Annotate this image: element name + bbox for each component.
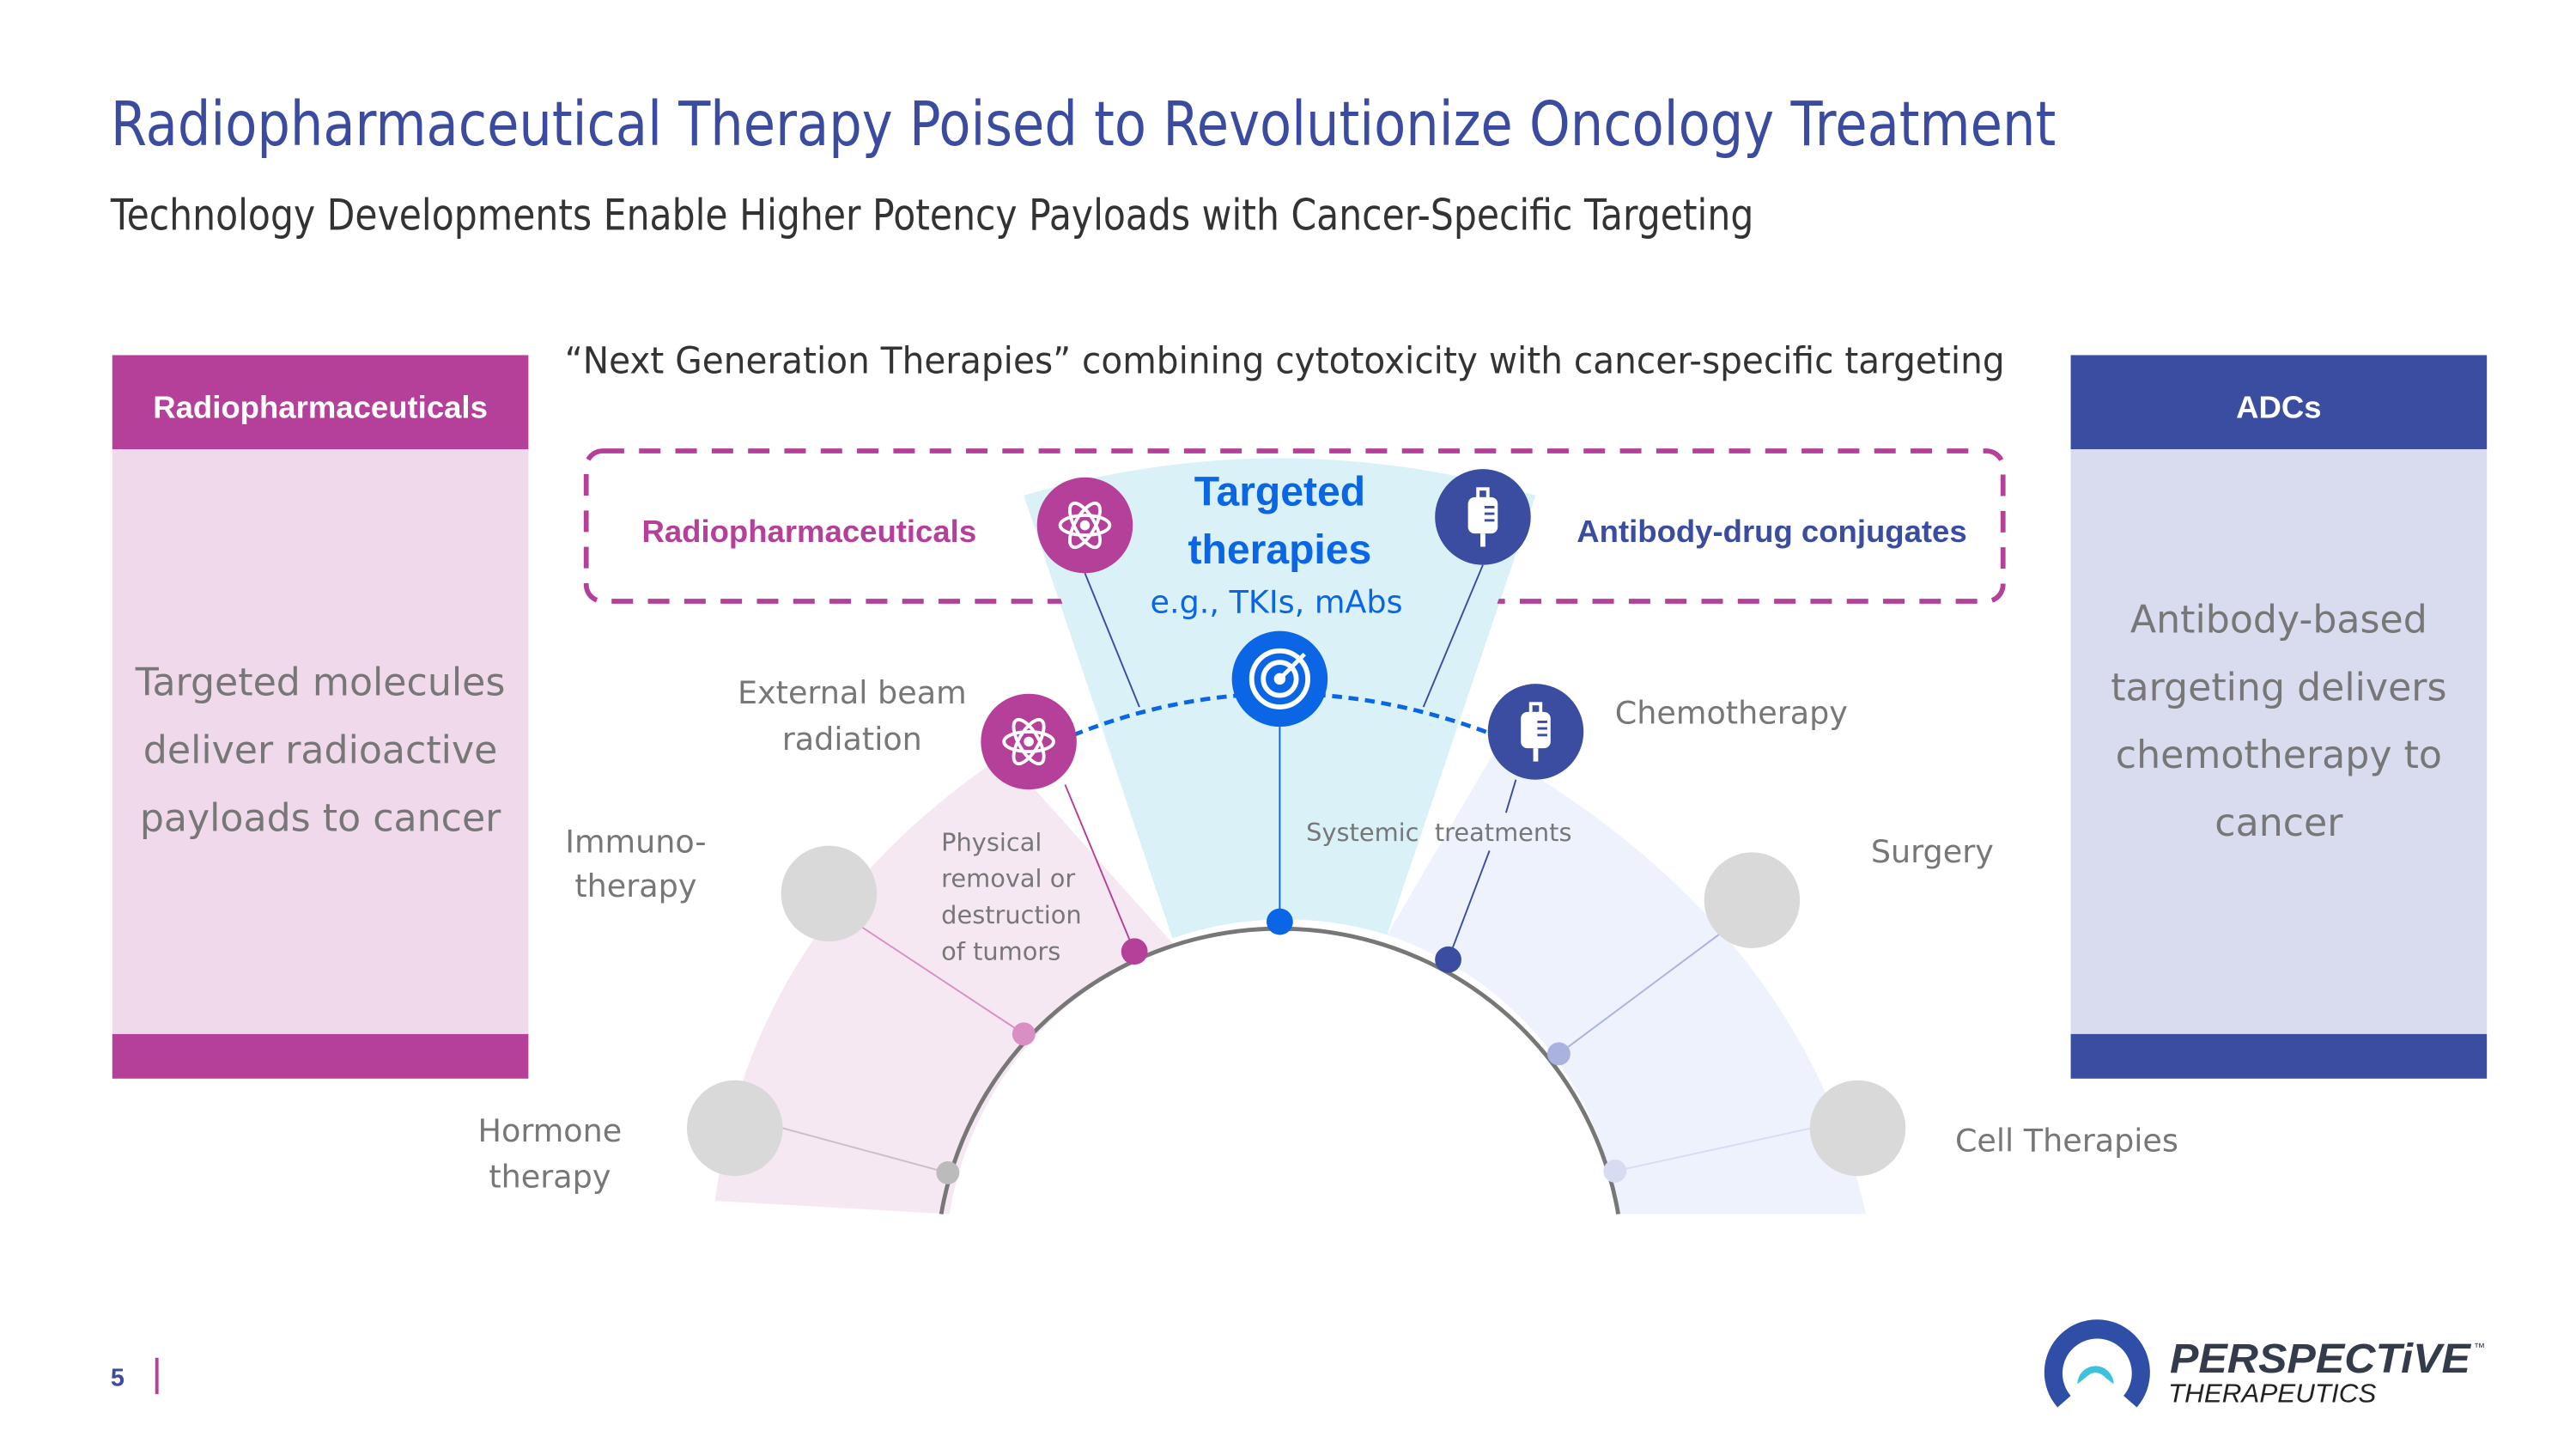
atom-icon bbox=[981, 693, 1077, 790]
label-physical: of tumors bbox=[941, 936, 1060, 965]
diagram-quote: “Next Generation Therapies” combining cy… bbox=[565, 340, 2005, 382]
immunotherapy-node bbox=[781, 845, 878, 942]
next-gen-adcs: Antibody-drug conjugates bbox=[1577, 514, 1966, 549]
connector-lines bbox=[782, 564, 1812, 1174]
iv-bag-icon bbox=[1487, 684, 1584, 780]
cell-therapy-node bbox=[1809, 1080, 1906, 1177]
panel-body-line: targeting delivers bbox=[2111, 666, 2446, 709]
chemotherapy-dot bbox=[1435, 946, 1461, 973]
footer-divider bbox=[155, 1357, 159, 1395]
radiopharmaceuticals-panel: Radiopharmaceuticals Targeted molecules … bbox=[112, 355, 529, 1079]
panel-body-line: payloads to cancer bbox=[140, 796, 501, 840]
panel-title: Radiopharmaceuticals bbox=[153, 390, 488, 425]
label-physical: Physical bbox=[941, 827, 1042, 856]
panel-body-line: deliver radioactive bbox=[143, 728, 498, 772]
panel-body-line: cancer bbox=[2215, 801, 2343, 845]
label-surgery: Surgery bbox=[1871, 833, 1994, 870]
label-cell-therapies: Cell Therapies bbox=[1955, 1122, 2178, 1159]
adcs-panel: ADCs Antibody-based targeting delivers c… bbox=[2070, 355, 2488, 1079]
panel-title: ADCs bbox=[2236, 390, 2321, 425]
hormone-dot bbox=[936, 1160, 960, 1184]
logo-trademark: ™ bbox=[2474, 1341, 2485, 1354]
label-immunotherapy: therapy bbox=[574, 868, 696, 904]
logo-name: PERSPECTiVE bbox=[2170, 1336, 2472, 1382]
page-number: 5 bbox=[111, 1364, 125, 1391]
cell-therapy-dot bbox=[1603, 1160, 1627, 1183]
label-external-beam: External beam bbox=[738, 674, 967, 711]
label-chemotherapy: Chemotherapy bbox=[1615, 694, 1848, 731]
page-title: Radiopharmaceutical Therapy Poised to Re… bbox=[111, 88, 2056, 160]
surgery-node bbox=[1704, 852, 1801, 948]
targeted-therapies-line: Targeted bbox=[1194, 468, 1365, 514]
page-subtitle: Technology Developments Enable Higher Po… bbox=[110, 190, 1753, 240]
immunotherapy-dot bbox=[1012, 1022, 1036, 1046]
target-icon bbox=[1231, 630, 1328, 728]
surgery-dot bbox=[1546, 1042, 1571, 1066]
label-hormone: therapy bbox=[489, 1159, 611, 1196]
panel-body-line: chemotherapy to bbox=[2116, 734, 2442, 777]
lightblue-sector bbox=[1387, 752, 1867, 1215]
targeted-dot bbox=[1267, 908, 1293, 935]
hormone-node bbox=[687, 1080, 783, 1177]
panel-body-line: Targeted molecules bbox=[135, 661, 506, 705]
targeted-therapies-line: therapies bbox=[1188, 527, 1372, 573]
perspective-logo: PERSPECTiVE THERAPEUTICS ™ bbox=[2044, 1319, 2485, 1409]
label-physical: removal or bbox=[941, 864, 1075, 893]
pink-sector bbox=[714, 754, 1175, 1215]
logo-subtitle: THERAPEUTICS bbox=[2168, 1379, 2377, 1409]
label-systemic: Systemic treatments bbox=[1306, 818, 1571, 847]
next-gen-dashed-box bbox=[583, 448, 2006, 604]
next-gen-radiopharmaceuticals: Radiopharmaceuticals bbox=[641, 514, 976, 549]
label-physical: destruction bbox=[941, 900, 1082, 929]
label-immunotherapy: Immuno- bbox=[565, 823, 706, 860]
radiation-dot bbox=[1121, 938, 1148, 965]
panel-body-line: Antibody-based bbox=[2130, 599, 2427, 642]
label-hormone: Hormone bbox=[478, 1112, 623, 1149]
systemic-dashed-arc bbox=[1072, 691, 1496, 738]
atom-icon bbox=[1036, 477, 1133, 574]
targeted-examples: e.g., TKIs, mAbs bbox=[1151, 583, 1403, 620]
label-external-beam: radiation bbox=[782, 721, 922, 758]
iv-bag-icon bbox=[1435, 469, 1531, 565]
